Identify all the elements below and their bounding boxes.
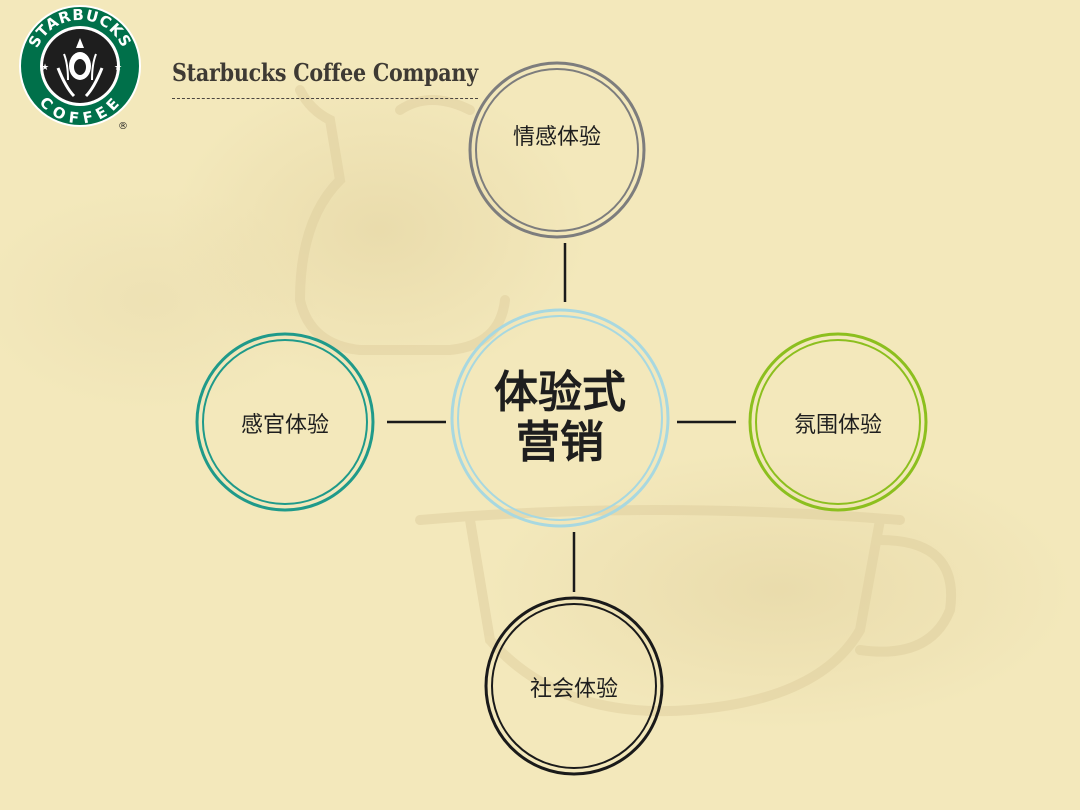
center-label-line1: 体验式 [494,368,626,418]
node-top-label: 情感体验 [513,119,601,151]
node-left-label: 感官体验 [241,407,329,439]
node-right-label: 氛围体验 [794,407,882,439]
node-bottom-label: 社会体验 [530,671,618,703]
center-label: 体验式 营销 [494,368,626,468]
center-label-line2: 营销 [494,418,626,468]
